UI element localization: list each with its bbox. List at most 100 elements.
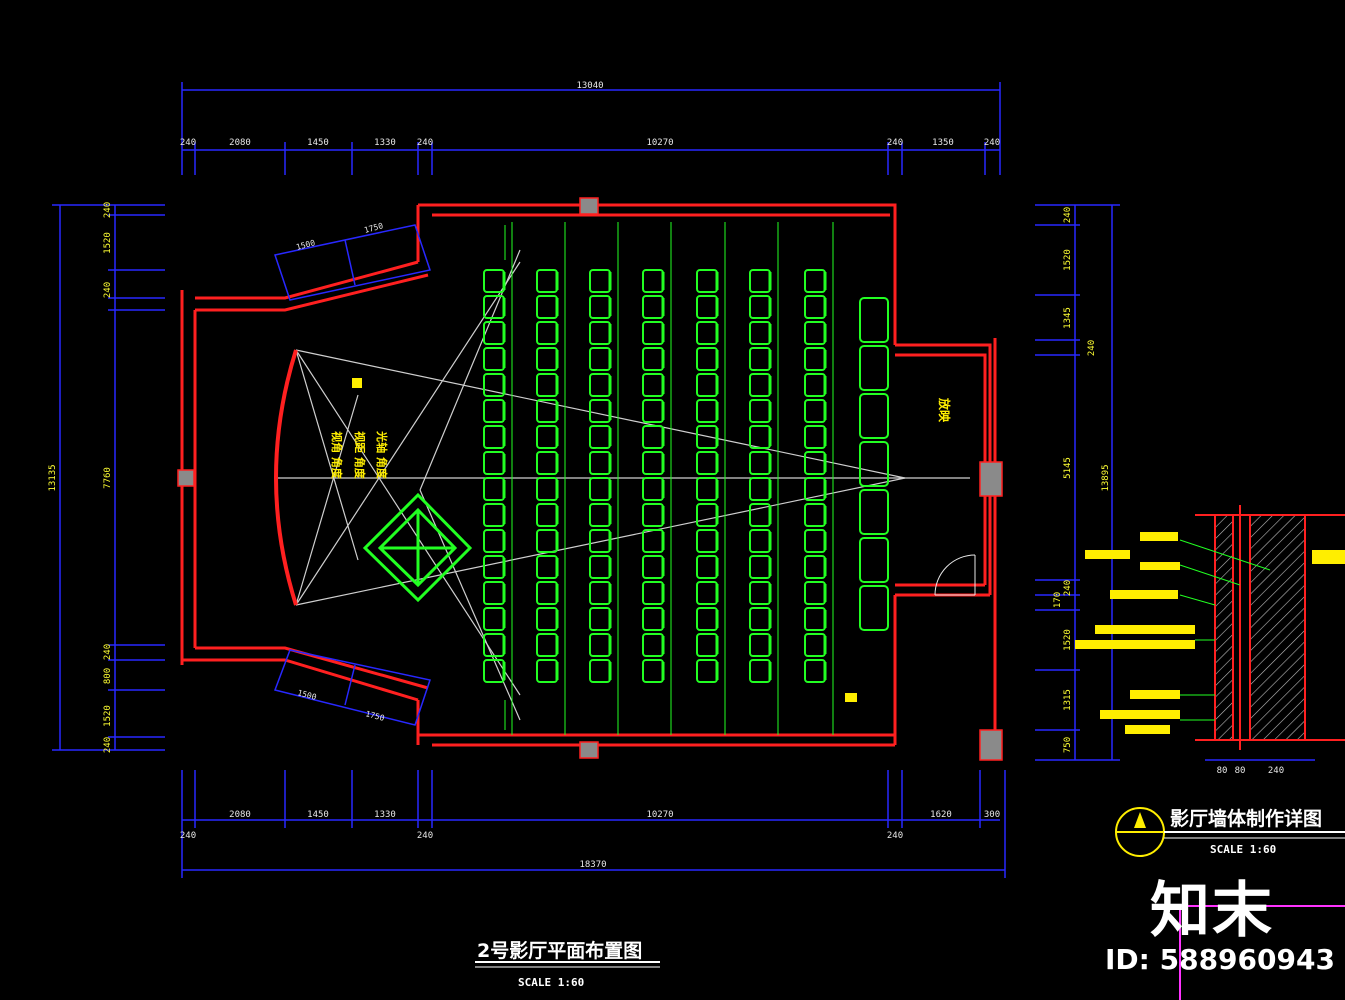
sheet-border [1179, 905, 1345, 1000]
dim-right-seg-3: 240 [1087, 340, 1097, 356]
plan-title: 2号影厅平面布置图 [477, 939, 642, 962]
walls [180, 203, 997, 760]
dim-right-seg-0: 240 [1063, 207, 1073, 223]
seat [536, 477, 558, 501]
seat [589, 659, 611, 683]
seat-back-row [859, 585, 889, 631]
seat [589, 373, 611, 397]
dim-right-seg-8: 1315 [1063, 689, 1073, 711]
left-segment-labels: 240 1520 240 7760 240 800 1520 240 13135 [48, 202, 113, 753]
seat [589, 399, 611, 423]
seat [804, 425, 826, 449]
seat [804, 373, 826, 397]
seat-back-row [859, 297, 889, 343]
dim-right-seg-5: 170 [1053, 592, 1063, 608]
detail-dim-0: 80 [1217, 766, 1228, 776]
seat [483, 555, 505, 579]
dim-top-seg-8: 240 [984, 138, 1000, 148]
seat [749, 555, 771, 579]
seat-back-row [859, 345, 889, 391]
dim-right-seg-1: 1520 [1063, 249, 1073, 271]
svg-text:1500: 1500 [296, 688, 317, 702]
dim-left-seg-3: 7760 [103, 467, 113, 489]
seat [483, 321, 505, 345]
dim-bottom-seg-1: 1450 [307, 810, 329, 820]
dim-right-total: 13895 [1101, 464, 1111, 491]
seat [536, 373, 558, 397]
yellow-markers [352, 378, 857, 702]
seat [749, 399, 771, 423]
dim-left-seg-4: 240 [103, 644, 113, 660]
seat [589, 477, 611, 501]
detail-scale: SCALE 1:60 [1210, 843, 1276, 856]
seat [804, 399, 826, 423]
seat [642, 269, 664, 293]
seat [696, 633, 718, 657]
seat [483, 269, 505, 293]
svg-text:1500: 1500 [295, 238, 316, 252]
seat [804, 555, 826, 579]
seat [642, 607, 664, 631]
seat [696, 607, 718, 631]
dim-left-seg-1: 1520 [103, 232, 113, 254]
seat-back-row [859, 441, 889, 487]
seat [804, 607, 826, 631]
projection-room-label: 放映 [937, 397, 952, 423]
seat [642, 425, 664, 449]
seat [483, 399, 505, 423]
dim-left-seg-6: 1520 [103, 705, 113, 727]
dim-left-total: 13135 [48, 464, 58, 491]
seat [642, 399, 664, 423]
dim-left-seg-5: 800 [103, 668, 113, 684]
seat [804, 321, 826, 345]
seat [804, 269, 826, 293]
compass-symbol [362, 492, 473, 603]
seat [589, 295, 611, 319]
seat [589, 503, 611, 527]
seat [804, 503, 826, 527]
seat [804, 347, 826, 371]
right-segment-labels: 240 1520 1345 240 5145 170 240 1520 1315… [1053, 207, 1111, 753]
dim-bottom-seg-0: 2080 [229, 810, 251, 820]
seat [696, 477, 718, 501]
pillars [177, 197, 1003, 761]
watermark-id: ID: 588960943 [1105, 943, 1335, 976]
bottom-dimensions [181, 770, 1006, 878]
svg-text:1750: 1750 [364, 709, 385, 723]
seat [696, 451, 718, 475]
seat [536, 581, 558, 605]
dim-top-seg-2: 1450 [307, 138, 329, 148]
seat [642, 581, 664, 605]
seat [642, 373, 664, 397]
seat [589, 425, 611, 449]
seat [642, 633, 664, 657]
seat [696, 269, 718, 293]
seat [483, 477, 505, 501]
sight-lines [275, 249, 970, 721]
dim-bottom-lbl-1: 240 [417, 831, 433, 841]
dim-bottom-seg-4: 1620 [930, 810, 952, 820]
seat [696, 529, 718, 553]
seat [804, 633, 826, 657]
seat [642, 321, 664, 345]
seat [536, 347, 558, 371]
seat [536, 529, 558, 553]
detail-title-block [1115, 807, 1345, 857]
seat [642, 503, 664, 527]
seat [749, 529, 771, 553]
dim-right-seg-6: 240 [1063, 580, 1073, 596]
dim-bottom-lbl-2: 240 [887, 831, 903, 841]
seat [749, 269, 771, 293]
detail-dim-2: 240 [1268, 766, 1284, 776]
top-dimensions [181, 82, 1001, 175]
seat [804, 529, 826, 553]
seat [696, 373, 718, 397]
seat [696, 555, 718, 579]
seat [536, 269, 558, 293]
seat [804, 581, 826, 605]
seat [696, 399, 718, 423]
seat [536, 555, 558, 579]
top-segment-labels: 240 2080 1450 1330 240 10270 240 1350 24… [180, 138, 1000, 148]
seat [696, 425, 718, 449]
